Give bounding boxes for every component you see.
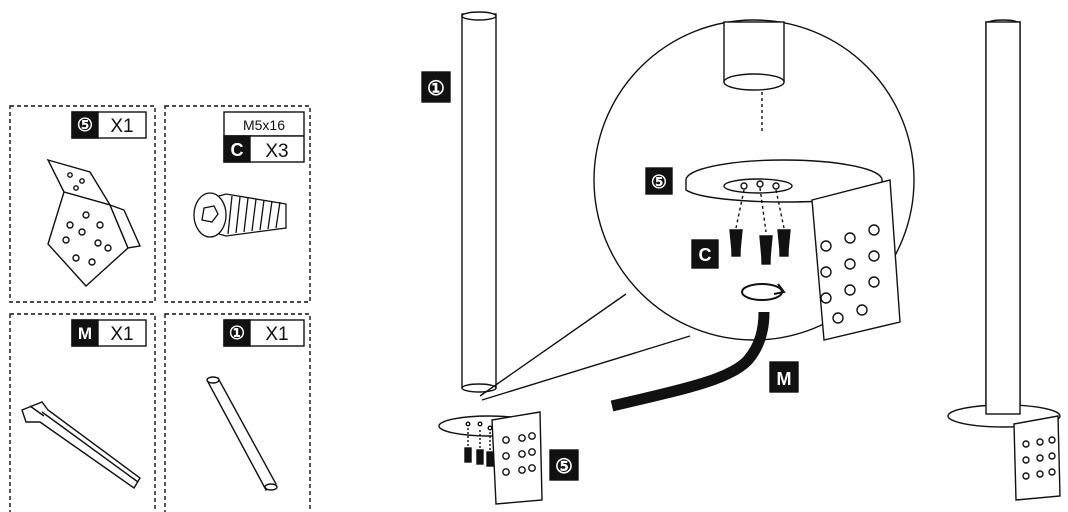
part-cell-screw: M5x16 C X3 — [165, 106, 310, 302]
leg-callout-label: ① — [427, 78, 445, 100]
part-cell-hex-key: M X1 — [10, 314, 155, 512]
zoom-bracket-callout: ⑤ — [646, 168, 672, 194]
base-bracket — [439, 412, 542, 504]
part-badge-label: ① — [229, 323, 245, 343]
leg-icon — [207, 377, 277, 490]
zoom-leader-lines — [480, 294, 690, 400]
part-quantity: X1 — [110, 324, 133, 345]
part-quantity: X3 — [265, 141, 288, 162]
screws-callout-label: C — [699, 245, 712, 265]
bracket-icon — [48, 160, 140, 286]
part-cell-bracket: ⑤ X1 — [10, 106, 155, 302]
screw-size: M5x16 — [243, 117, 285, 133]
screw-icon — [194, 193, 286, 237]
bracket-callout: ⑤ — [550, 450, 578, 480]
leg-callout: ① — [422, 72, 450, 102]
part-badge-label: C — [231, 140, 244, 160]
leg-tube — [462, 12, 496, 392]
parts-list: ⑤ X1 M5x16 C X3 — [10, 106, 310, 512]
hex-key-callout-label: M — [777, 369, 792, 389]
part-badge-label: ⑤ — [77, 115, 93, 135]
part-cell-leg: ① X1 — [165, 314, 310, 512]
zoom-detail — [594, 20, 914, 340]
assembled-leg — [948, 20, 1060, 500]
hex-key-callout: M — [770, 362, 798, 392]
hex-key-icon — [22, 402, 140, 488]
screws-callout: C — [692, 240, 718, 268]
part-badge-label: M — [78, 324, 92, 343]
part-quantity: X1 — [110, 116, 133, 137]
zoom-bracket-callout-label: ⑤ — [651, 172, 667, 192]
bracket-callout-label: ⑤ — [555, 456, 573, 478]
assembly-view: ① ⑤ — [422, 12, 914, 504]
part-quantity: X1 — [265, 324, 288, 345]
